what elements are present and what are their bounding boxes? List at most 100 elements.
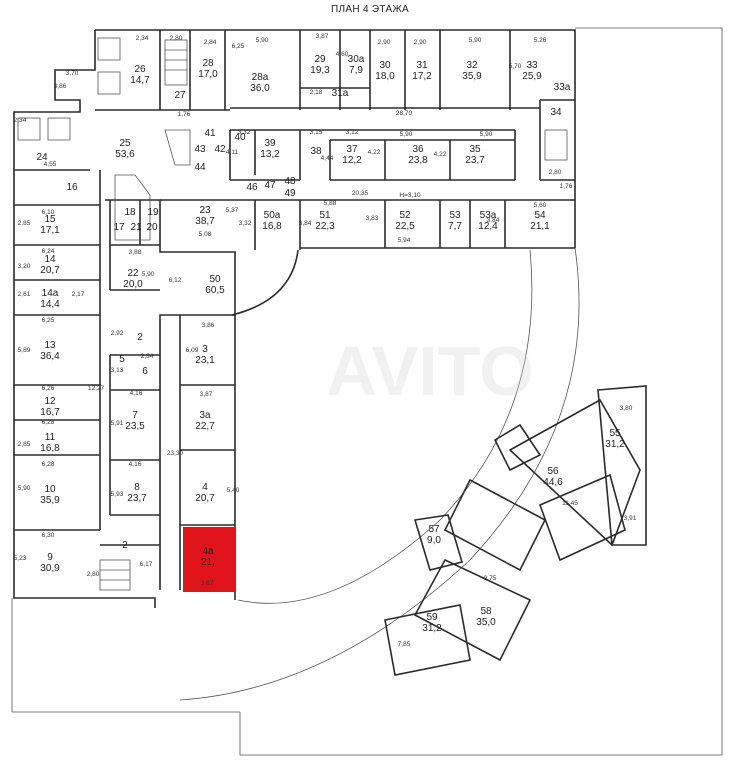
room-area: 18,0 [375, 71, 395, 82]
dimension-label: 6,28 [42, 419, 55, 426]
room-number: 16 [66, 182, 78, 193]
room-number: 54 [534, 210, 546, 221]
courtyard-arc [231, 249, 299, 316]
room-number: 28 [202, 58, 214, 69]
dimension-label: 5,90 [256, 37, 269, 44]
room-number: 11 [45, 432, 56, 443]
dimension-label: 4,16 [130, 390, 143, 397]
dimension-label: 6,25 [42, 317, 55, 324]
room-number: 50а [264, 210, 281, 221]
dimension-label: 3,88 [129, 249, 142, 256]
room-number: 31 [416, 60, 428, 71]
dimension-label: 3,84 [299, 220, 312, 227]
room-area: 35,0 [476, 617, 496, 628]
dimension-label: 2,90 [378, 39, 391, 46]
room-number: 25 [119, 138, 131, 149]
dimension-label: 2,18 [310, 89, 323, 96]
room-area: 22,5 [395, 221, 415, 232]
dimension-label: 2,34 [141, 353, 154, 360]
room-number: 13 [44, 340, 56, 351]
room-number: 41 [204, 128, 216, 139]
room-area: 16,8 [40, 443, 60, 454]
room-area: 38,7 [195, 216, 215, 227]
room-number: 52 [399, 210, 411, 221]
dimension-label: 3,13 [111, 367, 124, 374]
room-number: 19 [147, 207, 159, 218]
dimension-label: 6,12 [169, 277, 182, 284]
dimension-label: 3,20 [18, 263, 31, 270]
room-number: 7 [132, 410, 138, 421]
dimension-label: 2,92 [111, 330, 124, 337]
room-number: 56 [547, 466, 559, 477]
room-number: 43 [194, 144, 206, 155]
room-area: 23,1 [195, 355, 215, 366]
dimension-label: 20,35 [352, 190, 369, 197]
room-area: 23,7 [127, 493, 147, 504]
room-area: 30,9 [40, 563, 60, 574]
dimension-label: 1,76 [178, 111, 191, 118]
dimension-label: 12,27 [88, 385, 105, 392]
dimension-label: 6,10 [42, 209, 55, 216]
room-area: 23,7 [465, 155, 485, 166]
room-number: 12 [44, 396, 56, 407]
dimension-label: 5,89 [18, 347, 31, 354]
room-number: 33 [526, 60, 538, 71]
dimension-label: 3,86 [202, 322, 215, 329]
dimension-label: 2,61 [18, 291, 31, 298]
room-area: 22,3 [315, 221, 335, 232]
dimension-label: 28,70 [396, 110, 413, 117]
dimension-label: 6,17 [140, 561, 153, 568]
dimension-label: 3,70 [66, 70, 79, 77]
dimension-label: 5,90 [480, 131, 493, 138]
second-row-partitions [160, 129, 575, 250]
dimension-label: 5,90 [142, 271, 155, 278]
dimension-label: 6,09 [186, 347, 199, 354]
room-number: 46 [246, 182, 258, 193]
room-area: 23,8 [408, 155, 428, 166]
dimension-label: 5,90 [400, 131, 413, 138]
room-area: 21, [201, 557, 215, 568]
room-number: 31а [332, 88, 349, 99]
outer-wall [13, 29, 576, 608]
dimension-label: 4,16 [129, 461, 142, 468]
dimension-label: 5,08 [199, 231, 212, 238]
room-number: 53 [449, 210, 461, 221]
dimension-label: 2,85 [18, 441, 31, 448]
room-number: 32 [466, 60, 478, 71]
dimension-label: 5,90 [18, 485, 31, 492]
room-area: 36,0 [250, 83, 270, 94]
room-area: 7,7 [448, 221, 462, 232]
room-area: 19,3 [310, 65, 330, 76]
dimension-label: 5,26 [534, 37, 547, 44]
dimension-label: 3,87 [201, 580, 214, 587]
room-number: 27 [174, 90, 186, 101]
site-boundary [11, 27, 723, 756]
dimension-label: 7,85 [398, 641, 411, 648]
room-number: 15 [44, 214, 56, 225]
room-number: 17 [113, 222, 125, 233]
inner-arc [237, 249, 533, 604]
dimension-label: 3,32 [239, 220, 252, 227]
highlighted-unit-4a [183, 527, 235, 592]
room-number: 47 [264, 180, 276, 191]
room-number: 42 [214, 144, 226, 155]
dimension-label: 2,90 [414, 39, 427, 46]
dimension-label: 3,87 [316, 33, 329, 40]
dimension-label: 1,76 [560, 183, 573, 190]
room-number: 5 [119, 354, 125, 365]
room-number: 38 [310, 146, 322, 157]
dimension-label: 3,12 [346, 129, 359, 136]
room-number: 20 [146, 222, 158, 233]
room-number: 35 [469, 144, 481, 155]
room-number: 4 [202, 482, 208, 493]
room-number: 37 [346, 144, 358, 155]
room-area: 14,7 [130, 75, 150, 86]
dimension-label: 6,24 [42, 248, 55, 255]
room-number: 33а [554, 82, 571, 93]
room-number: 29 [314, 54, 326, 65]
room-number: 36 [412, 144, 424, 155]
room-number: 28а [252, 72, 269, 83]
dimension-label: 2,84 [204, 39, 217, 46]
room-number: 44 [194, 162, 206, 173]
